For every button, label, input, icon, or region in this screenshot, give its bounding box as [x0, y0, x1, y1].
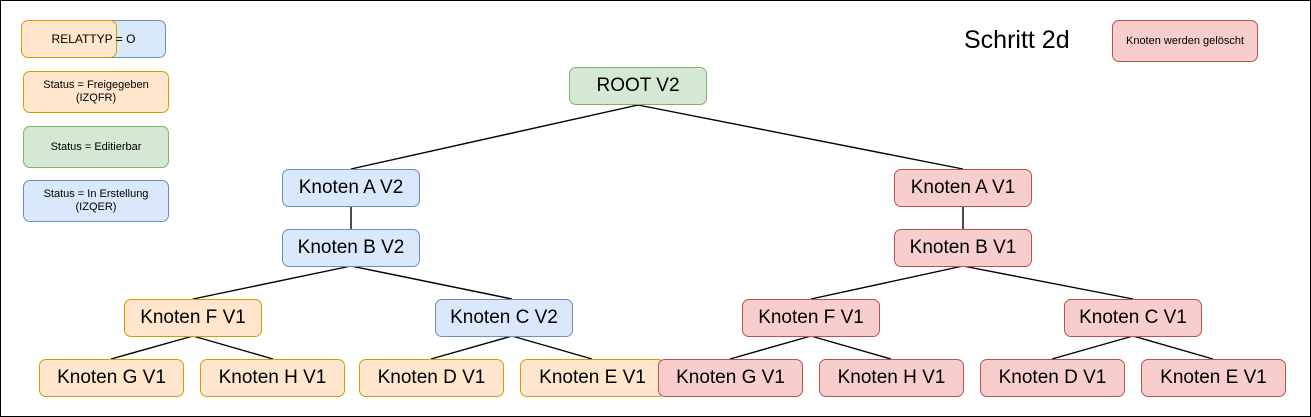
tree-node-g-v1-right[interactable]: Knoten G V1: [658, 359, 803, 397]
edge-f1l-g1l: [110, 335, 194, 360]
page-title: Schritt 2d: [964, 26, 1070, 54]
tree-node-e-v1-left[interactable]: Knoten E V1: [520, 359, 665, 397]
tree-node-root-v2[interactable]: ROOT V2: [569, 67, 707, 105]
tree-node-c-v2[interactable]: Knoten C V2: [435, 299, 573, 337]
edge-b1-c1r: [962, 265, 1134, 300]
tree-node-b-v1[interactable]: Knoten B V1: [894, 229, 1032, 267]
tree-node-d-v1-right[interactable]: Knoten D V1: [980, 359, 1125, 397]
tree-node-g-v1-left[interactable]: Knoten G V1: [39, 359, 184, 397]
legend-relattyp-orange-box: [21, 20, 117, 58]
edge-c2-d1l: [430, 335, 513, 360]
legend-item-editierbar: Status = Editierbar: [23, 126, 169, 168]
edge-b2-f1l: [192, 265, 352, 300]
tree-node-a-v1[interactable]: Knoten A V1: [894, 169, 1032, 207]
tree-node-f-v1-right[interactable]: Knoten F V1: [742, 299, 880, 337]
tree-node-d-v1-left[interactable]: Knoten D V1: [359, 359, 504, 397]
edge-b2-c2: [350, 265, 513, 300]
tree-node-c-v1-right[interactable]: Knoten C V1: [1064, 299, 1202, 337]
legend-item-in-erstellung: Status = In Erstellung (IZQER): [23, 180, 169, 222]
edge-root-a1: [637, 104, 964, 170]
edge-root-a2: [350, 104, 639, 170]
tree-node-a-v2[interactable]: Knoten A V2: [282, 169, 420, 207]
edge-f1r-h1r: [810, 335, 892, 360]
edge-c1r-d1r: [1051, 335, 1134, 360]
edge-f1l-h1l: [192, 335, 274, 360]
status-note-deleted: Knoten werden gelöscht: [1112, 20, 1258, 62]
edge-c2-e1l: [511, 335, 593, 360]
tree-node-f-v1-left[interactable]: Knoten F V1: [124, 299, 262, 337]
tree-node-h-v1-right[interactable]: Knoten H V1: [819, 359, 964, 397]
tree-node-b-v2[interactable]: Knoten B V2: [282, 229, 420, 267]
edge-f1r-g1r: [729, 335, 812, 360]
edge-c1r-e1r: [1132, 335, 1214, 360]
legend-item-freigegeben: Status = Freigegeben (IZQFR): [23, 71, 169, 113]
tree-node-e-v1-right[interactable]: Knoten E V1: [1141, 359, 1286, 397]
tree-node-h-v1-left[interactable]: Knoten H V1: [200, 359, 345, 397]
edge-b1-f1r: [810, 265, 964, 300]
legend-relattyp-label: RELATTYP = O: [51, 32, 136, 46]
